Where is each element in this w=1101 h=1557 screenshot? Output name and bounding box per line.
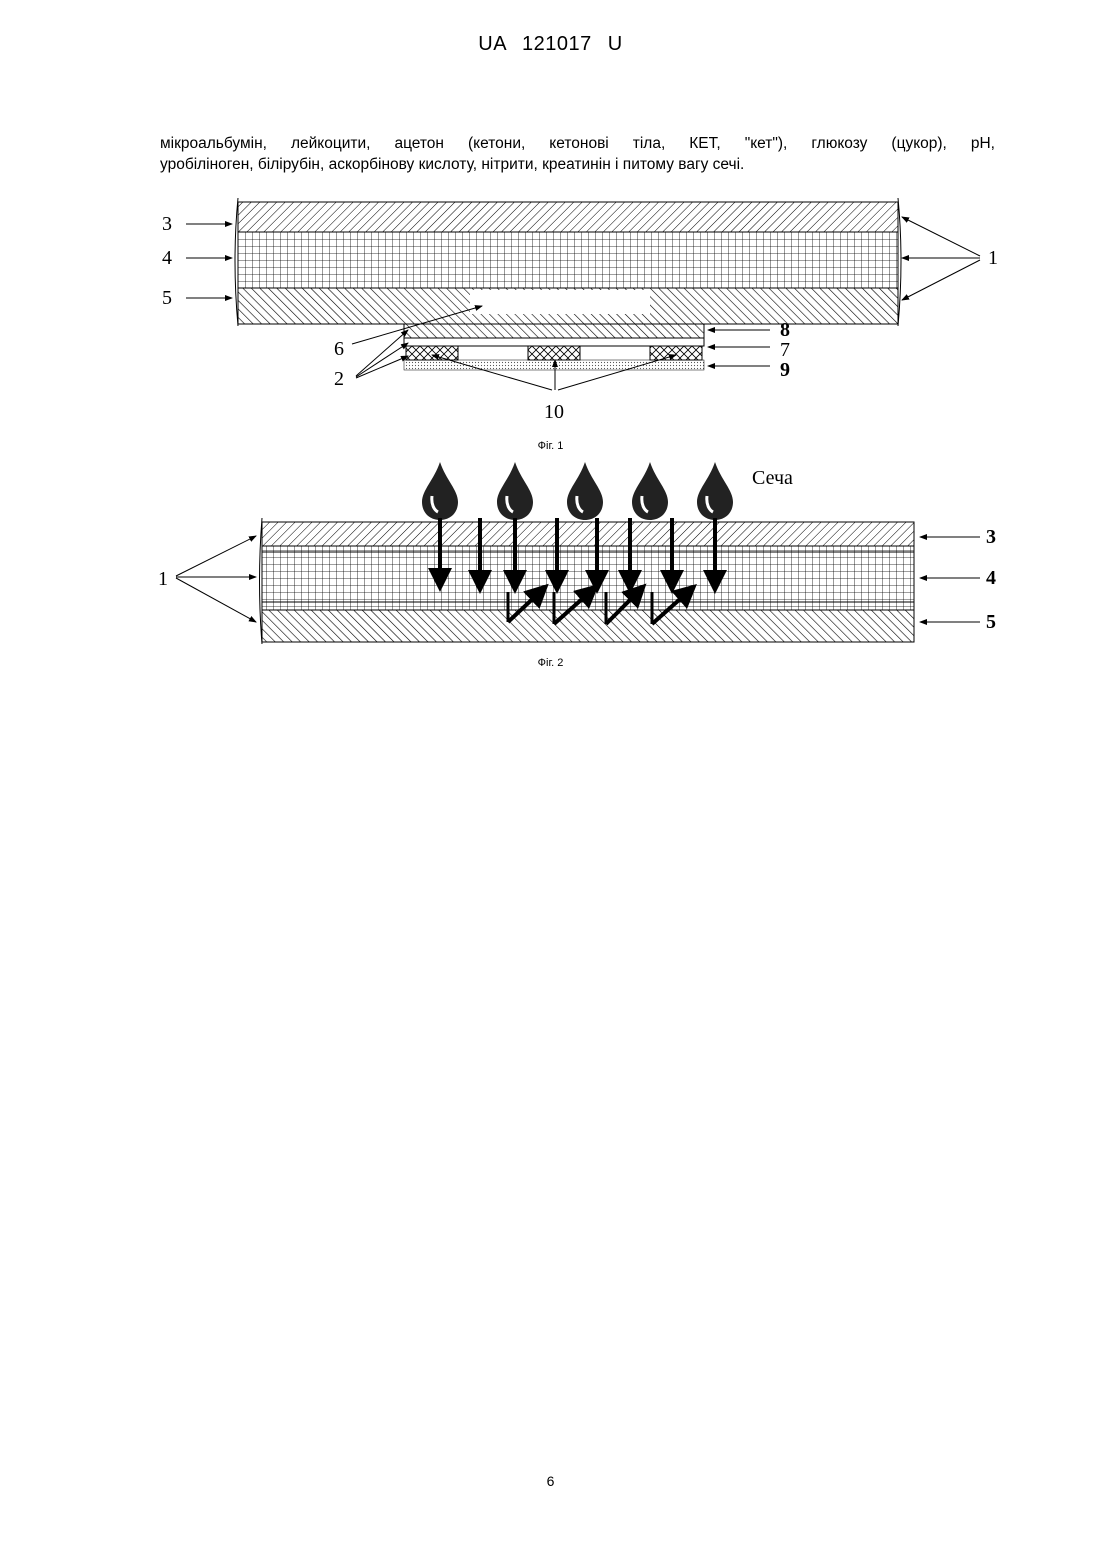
label-5: 5 <box>162 287 172 309</box>
figure-2-caption: Фіг. 2 <box>0 657 1101 669</box>
urine-drop-icon <box>632 462 668 520</box>
label-7: 7 <box>780 339 790 361</box>
label-4: 4 <box>162 247 172 269</box>
layer-5 <box>262 610 914 642</box>
urine-label: Сеча <box>752 467 793 489</box>
body-text-line-1: мікроальбумін, лейкоцити, ацетон (кетони… <box>160 133 995 154</box>
label-8: 8 <box>780 319 790 341</box>
label-9: 9 <box>780 359 790 381</box>
label-2: 2 <box>334 368 344 390</box>
reagent-zone-left <box>406 346 458 360</box>
layer-3 <box>238 202 898 232</box>
layer-4 <box>238 232 898 288</box>
layer-8 <box>404 324 704 338</box>
window-opening <box>470 290 650 314</box>
label-3: 3 <box>986 526 996 548</box>
layer-7 <box>404 338 704 346</box>
layer-3 <box>262 522 914 546</box>
label-4: 4 <box>986 567 996 589</box>
urine-drop-icon <box>567 462 603 520</box>
reagent-zone-right <box>650 346 702 360</box>
layer-9 <box>404 360 704 370</box>
label-6: 6 <box>334 338 344 360</box>
urine-drop-icon <box>422 462 458 520</box>
page-number: 6 <box>0 1473 1101 1489</box>
urine-drop-icon <box>697 462 733 520</box>
label-1: 1 <box>988 247 998 269</box>
label-3: 3 <box>162 213 172 235</box>
patent-number-header: UA 121017 U <box>0 33 1101 56</box>
figure-1-diagram: 3 4 5 1 6 2 8 7 9 10 <box>0 190 1101 440</box>
layer-4 <box>262 546 914 610</box>
figure-1-caption: Фіг. 1 <box>0 440 1101 452</box>
reagent-zone-center <box>528 346 580 360</box>
figure-2-diagram: Сеча 1 3 4 5 <box>0 452 1101 652</box>
body-paragraph: мікроальбумін, лейкоцити, ацетон (кетони… <box>160 133 995 175</box>
label-1: 1 <box>158 568 168 590</box>
label-5: 5 <box>986 611 996 633</box>
body-text-line-2: уробіліноген, білірубін, аскорбінову кис… <box>160 154 995 175</box>
label-10: 10 <box>544 401 564 423</box>
urine-drop-icon <box>497 462 533 520</box>
